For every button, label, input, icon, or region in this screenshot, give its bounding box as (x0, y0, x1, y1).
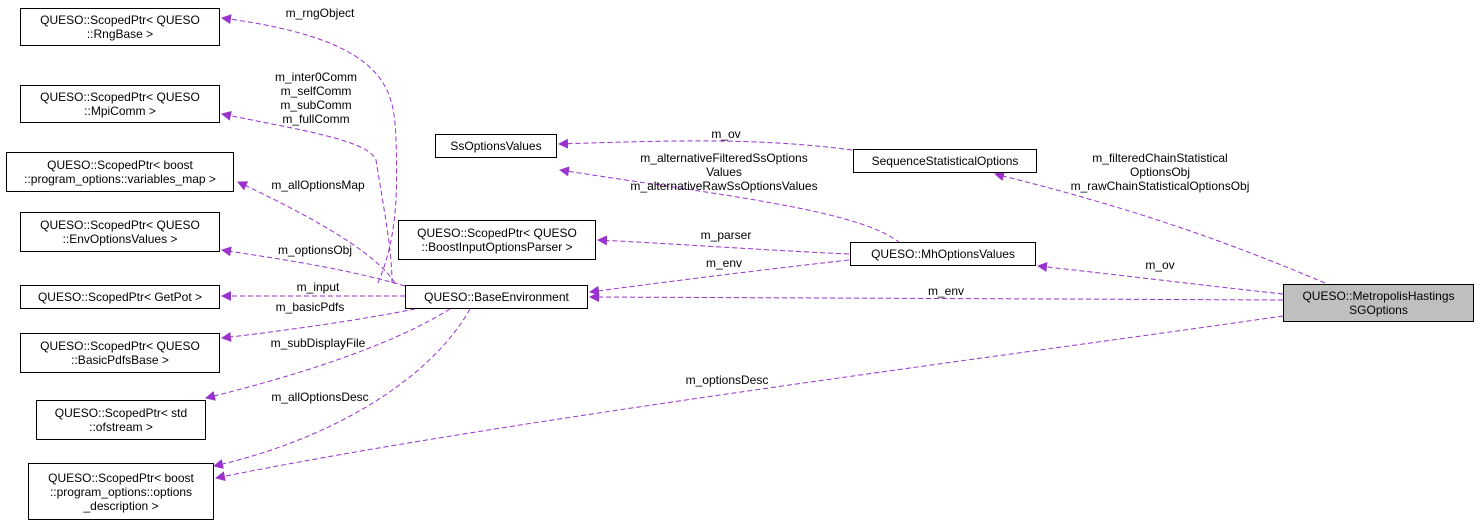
edge-ov_top (558, 138, 853, 151)
edge-label-env_sg: m_env (928, 284, 964, 298)
edge-label-text: m_subComm (280, 98, 352, 112)
class-node-label: ::EnvOptionsValues > (62, 232, 178, 246)
edge-label-basicpdfs: m_basicPdfs (276, 300, 345, 314)
class-node-mpicomm[interactable]: QUESO::ScopedPtr< QUESO::MpiComm > (20, 85, 220, 123)
class-node-envopts[interactable]: QUESO::ScopedPtr< QUESO::EnvOptionsValue… (20, 212, 220, 252)
edge-label-text: m_env (927, 284, 965, 298)
edge-label-text: m_selfComm (280, 84, 352, 98)
edge-label-text: m_inter0Comm (274, 70, 358, 84)
class-node-label: ::MpiComm > (84, 104, 156, 118)
class-node-label: QUESO::ScopedPtr< QUESO (40, 218, 200, 232)
class-node-bip[interactable]: QUESO::ScopedPtr< QUESO::BoostInputOptio… (398, 220, 596, 260)
class-node-label: ::BoostInputOptionsParser > (421, 240, 573, 254)
edge-label-text: m_filteredChainStatistical (1092, 151, 1228, 165)
class-node-label: ::BasicPdfsBase > (71, 353, 169, 367)
class-node-varmap[interactable]: QUESO::ScopedPtr< boost::program_options… (6, 152, 234, 192)
class-node-getpot[interactable]: QUESO::ScopedPtr< GetPot > (20, 285, 220, 309)
edge-label-alloptionsmap: m_allOptionsMap (271, 178, 364, 192)
edge-label-text: m_alternativeRawSsOptionsValues (630, 179, 818, 193)
edge-label-text: Values (706, 165, 742, 179)
edge-label-ov_top: m_ov (711, 127, 740, 141)
edge-label-text: OptionsObj (1129, 165, 1191, 179)
edge-label-alloptionsdesc: m_allOptionsDesc (271, 390, 368, 404)
class-node-label: QUESO::ScopedPtr< std (54, 406, 188, 420)
edge-rngobject (221, 14, 398, 284)
class-node-label: ::ofstream > (89, 420, 153, 434)
edge-label-text: m_rngObject (285, 6, 355, 20)
class-node-label: QUESO::ScopedPtr< boost (47, 158, 193, 172)
class-node-rng[interactable]: QUESO::ScopedPtr< QUESO::RngBase > (20, 8, 220, 46)
class-node-label: QUESO::MhOptionsValues (871, 247, 1015, 261)
class-node-label: QUESO::ScopedPtr< QUESO (40, 90, 200, 104)
edge-label-text: m_subDisplayFile (270, 336, 366, 350)
class-node-label: QUESO::ScopedPtr< QUESO (40, 339, 200, 353)
edge-label-text: m_optionsObj (277, 243, 353, 257)
edge-label-text: m_rawChainStatisticalOptionsObj (1070, 179, 1250, 193)
edge-label-text: m_basicPdfs (275, 300, 345, 314)
edge-chainstat (994, 171, 1326, 284)
edge-label-subdisplayfile: m_subDisplayFile (271, 336, 366, 350)
class-node-label: SequenceStatisticalOptions (871, 154, 1019, 168)
edge-layer (205, 14, 1326, 482)
edge-comms (221, 110, 393, 284)
edge-alloptionsmap (237, 181, 396, 284)
class-node-ssopts[interactable]: SsOptionsValues (435, 134, 557, 158)
edge-altss (559, 166, 901, 244)
edge-label-text: m_alternativeFilteredSsOptions (640, 151, 808, 165)
edge-label-rngobject: m_rngObject (286, 6, 355, 20)
class-node-seqstat[interactable]: SequenceStatisticalOptions (853, 149, 1037, 173)
class-node-ofstream[interactable]: QUESO::ScopedPtr< std::ofstream > (36, 400, 206, 440)
edge-label-text: m_fullComm (282, 112, 350, 126)
class-node-label: ::program_options::options (49, 484, 193, 499)
class-node-label: QUESO::ScopedPtr< boost (48, 470, 194, 485)
edge-parser (597, 235, 850, 255)
edge-optionsdesc (215, 315, 1284, 482)
edge-label-text: m_ov (711, 127, 741, 141)
class-node-label: SGOptions (1349, 303, 1408, 317)
class-node-label: ::RngBase > (86, 27, 154, 41)
edge-basicpdfs (221, 308, 416, 342)
class-node-label: QUESO::ScopedPtr< QUESO (40, 13, 200, 27)
class-node-label: QUESO::MetropolisHastings (1302, 289, 1455, 303)
edge-env_sg (589, 292, 1284, 303)
edge-label-text: m_env (705, 256, 743, 270)
edge-label-optionsdesc: m_optionsDesc (686, 373, 769, 387)
edge-label-text: m_ov (1145, 258, 1175, 272)
edge-label-text: m_optionsDesc (685, 373, 769, 387)
edge-alloptionsdesc (213, 308, 471, 469)
edge-subdisplayfile (205, 308, 451, 401)
class-node-label: QUESO::ScopedPtr< QUESO (417, 226, 577, 240)
class-node-mhopts[interactable]: QUESO::MhOptionsValues (850, 242, 1036, 266)
edge-optionsobj (221, 246, 406, 287)
edge-ov_mh (1037, 262, 1284, 295)
edge-label-env_mh: m_env (706, 256, 742, 270)
edge-label-text: m_input (296, 280, 340, 294)
class-node-baseenv[interactable]: QUESO::BaseEnvironment (405, 285, 588, 309)
class-node-basicpdfs[interactable]: QUESO::ScopedPtr< QUESO::BasicPdfsBase > (20, 333, 220, 373)
class-node-label: QUESO::BaseEnvironment (424, 290, 569, 304)
edge-env_mh (589, 259, 850, 296)
edge-label-text: m_allOptionsDesc (271, 390, 369, 404)
edge-label-text: m_allOptionsMap (271, 178, 365, 192)
edge-label-text: m_parser (700, 228, 752, 242)
edge-label-parser: m_parser (701, 228, 752, 242)
edge-label-optionsobj: m_optionsObj (278, 243, 352, 257)
edge-label-input: m_input (297, 280, 340, 294)
edge-label-ov_mh: m_ov (1145, 258, 1174, 272)
class-node-label: QUESO::ScopedPtr< GetPot > (37, 290, 203, 304)
class-node-label: _description > (83, 498, 159, 513)
class-node-label: SsOptionsValues (450, 139, 542, 153)
class-node-optdesc[interactable]: QUESO::ScopedPtr< boost::program_options… (28, 463, 214, 520)
class-node-label: ::program_options::variables_map > (24, 172, 216, 186)
